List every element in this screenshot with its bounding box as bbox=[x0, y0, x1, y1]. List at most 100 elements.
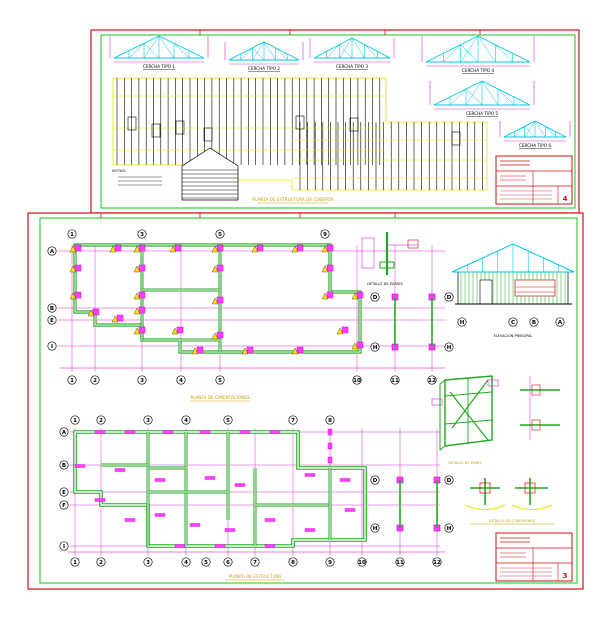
grid-bubble: 9 bbox=[325, 557, 335, 567]
grid-bubble-circle bbox=[370, 475, 380, 485]
wall-connector bbox=[124, 518, 136, 522]
truss-chord bbox=[113, 35, 160, 59]
truss-web bbox=[495, 44, 513, 63]
roof-block bbox=[175, 120, 185, 135]
truss-chord bbox=[425, 35, 479, 63]
grid-bubble: 11 bbox=[390, 375, 400, 385]
grid-bubble-label: H bbox=[373, 526, 378, 532]
wall-connector bbox=[304, 528, 316, 532]
grid-bubble: 4 bbox=[181, 415, 191, 425]
footing-tag bbox=[211, 245, 219, 253]
grid-bubble-label: 1 bbox=[73, 560, 77, 566]
grid-bubble-circle bbox=[444, 292, 454, 302]
grid-bubble-label: 12 bbox=[428, 378, 436, 384]
footing-marker bbox=[216, 264, 224, 272]
footing-marker bbox=[296, 244, 304, 252]
grid-bubble: 5 bbox=[223, 415, 233, 425]
grid-bubble-circle bbox=[444, 523, 454, 533]
truss-web bbox=[252, 41, 265, 61]
truss-web bbox=[158, 35, 175, 59]
truss-web bbox=[128, 43, 145, 59]
grid-bubble-circle bbox=[59, 541, 69, 551]
elevation-title: ELEVACION PRINCIPAL bbox=[494, 334, 533, 338]
grid-bubble-circle bbox=[444, 342, 454, 352]
grid-bubble-label: I bbox=[63, 544, 65, 550]
wall-connector bbox=[94, 498, 106, 502]
top-title-block: 4 bbox=[495, 155, 573, 205]
footing-marker bbox=[216, 296, 224, 304]
structure-wall-core bbox=[74, 431, 366, 547]
truss-web bbox=[465, 88, 483, 106]
truss-web bbox=[143, 43, 160, 59]
grid-bubble: B bbox=[59, 460, 69, 470]
wall-connector bbox=[154, 478, 166, 482]
footing-marker bbox=[138, 326, 146, 334]
roof-truss: CERCHA TIPO 3 bbox=[309, 37, 395, 69]
grid-bubble-label: A bbox=[50, 249, 55, 255]
truss-web bbox=[524, 126, 536, 138]
grid-bubble-circle bbox=[176, 375, 186, 385]
grid-bubble-label: 10 bbox=[358, 560, 366, 566]
grid-bubble: B bbox=[529, 317, 539, 327]
grid-bubble: 7 bbox=[250, 557, 260, 567]
footing-tag bbox=[336, 327, 344, 335]
grid-bubble-label: 8 bbox=[328, 418, 332, 424]
roof-truss: CERCHA TIPO 1 bbox=[109, 35, 209, 69]
grid-bubble-label: 12 bbox=[433, 560, 441, 566]
grid-bubble: H bbox=[444, 342, 454, 352]
footing-tag bbox=[69, 292, 77, 300]
panel-brace bbox=[449, 391, 489, 441]
grid-bubble-label: B bbox=[532, 320, 536, 326]
roof-plan-title: PLANTA DE ESTRUCTURA DE CUBIERTA bbox=[252, 197, 334, 202]
grid-bubble-label: 3 bbox=[146, 560, 150, 566]
wall-connector bbox=[239, 430, 251, 434]
grid-bubble-circle bbox=[181, 415, 191, 425]
roof-block bbox=[349, 117, 359, 132]
connection-details bbox=[520, 376, 560, 440]
footing-marker bbox=[356, 291, 364, 299]
wall-connector bbox=[327, 442, 333, 450]
wall-connector bbox=[94, 430, 106, 434]
grid-bubble: 7 bbox=[288, 415, 298, 425]
grid-bubble-circle bbox=[432, 557, 442, 567]
grid-bubble: 3 bbox=[143, 415, 153, 425]
grid-bubble-label: B bbox=[62, 463, 66, 469]
truss-web bbox=[460, 35, 479, 63]
grid-bubble-circle bbox=[427, 375, 437, 385]
grid-bubble-circle bbox=[47, 341, 57, 351]
truss-web bbox=[443, 44, 461, 63]
wall-connector bbox=[124, 430, 136, 434]
footing-tag bbox=[171, 327, 179, 335]
footing-marker bbox=[176, 326, 184, 334]
grid-bubble-circle bbox=[47, 315, 57, 325]
truss-label: CERCHA TIPO 4 bbox=[462, 68, 494, 73]
grid-bubble-circle bbox=[250, 557, 260, 567]
truss-chord bbox=[313, 37, 353, 59]
grid-bubble: 1 bbox=[70, 415, 80, 425]
connection-plate bbox=[479, 482, 491, 494]
roof-block bbox=[151, 123, 161, 138]
grid-bubble: 12 bbox=[432, 557, 442, 567]
grid-bubble-circle bbox=[67, 229, 77, 239]
grid-bubble-label: 2 bbox=[99, 560, 103, 566]
grid-bubble-label: A bbox=[62, 430, 67, 436]
footing-marker bbox=[216, 331, 224, 339]
grid-bubble-circle bbox=[555, 317, 565, 327]
grid-bubble-circle bbox=[320, 229, 330, 239]
grid-bubble-label: 6 bbox=[226, 560, 230, 566]
footing-marker bbox=[74, 291, 82, 299]
grid-bubble-circle bbox=[143, 415, 153, 425]
truss-label: CERCHA TIPO 2 bbox=[248, 66, 280, 71]
sheet-number: 4 bbox=[563, 195, 568, 203]
footing-marker bbox=[138, 291, 146, 299]
connection-detail-title: DETALLE DE CONEXIONES bbox=[489, 519, 535, 523]
roof-truss: CERCHA TIPO 2 bbox=[224, 41, 304, 71]
connection-plate bbox=[524, 482, 536, 494]
grid-bubble-label: I bbox=[51, 344, 53, 350]
grid-bubble-circle bbox=[223, 557, 233, 567]
footing-tag bbox=[191, 347, 199, 355]
footing-tag bbox=[321, 292, 329, 300]
grid-bubble-circle bbox=[59, 460, 69, 470]
grid-bubble-circle bbox=[529, 317, 539, 327]
